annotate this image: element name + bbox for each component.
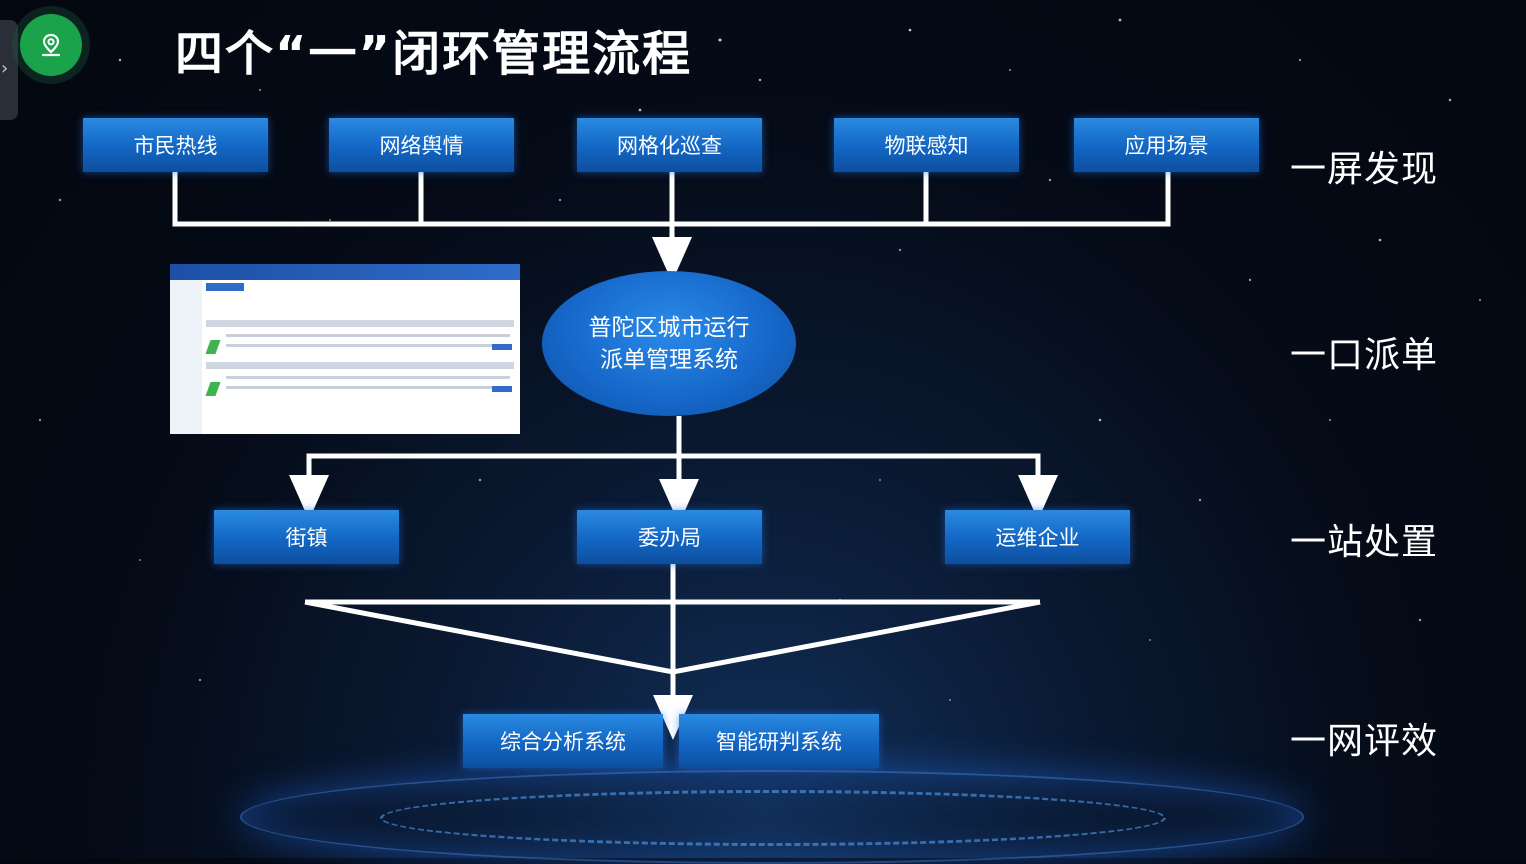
eval-box-comprehensive-analysis[interactable]: 综合分析系统 <box>463 714 663 768</box>
screenshot-sidebar <box>170 280 202 434</box>
dispatch-system-line1: 普陀区城市运行 <box>588 314 750 341</box>
screenshot-line <box>226 344 510 347</box>
location-button[interactable] <box>20 14 82 76</box>
handler-box-commission-bureau[interactable]: 委办局 <box>577 510 762 564</box>
dispatch-system-line2: 派单管理系统 <box>600 346 738 373</box>
stage-label-evaluate: 一网评效 <box>1290 721 1439 762</box>
side-panel-tab[interactable]: › <box>0 20 18 120</box>
chevron-right-icon: › <box>1 58 9 79</box>
screenshot-header <box>170 264 520 280</box>
screenshot-row <box>206 362 514 369</box>
screenshot-flag-icon <box>205 340 221 354</box>
source-box-iot-sensing[interactable]: 物联感知 <box>834 118 1019 172</box>
screenshot-row <box>206 320 514 327</box>
stage-label-handle: 一站处置 <box>1290 522 1439 563</box>
screenshot-tab <box>206 283 244 291</box>
handler-box-street-town[interactable]: 街镇 <box>214 510 399 564</box>
source-box-online-opinion[interactable]: 网络舆情 <box>329 118 514 172</box>
source-box-application-scenario[interactable]: 应用场景 <box>1074 118 1259 172</box>
system-screenshot-thumbnail <box>170 264 520 434</box>
screenshot-line <box>226 334 510 337</box>
screenshot-line <box>226 376 510 379</box>
source-box-grid-patrol[interactable]: 网格化巡查 <box>577 118 762 172</box>
location-pin-icon <box>41 33 61 57</box>
stage-label-dispatch: 一口派单 <box>1290 335 1439 376</box>
screenshot-line <box>226 386 510 389</box>
source-box-citizen-hotline[interactable]: 市民热线 <box>83 118 268 172</box>
page-title: 四个“一”闭环管理流程 <box>175 26 693 82</box>
glow-ring-inner-decoration <box>380 790 1166 846</box>
dispatch-system-ellipse[interactable]: 普陀区城市运行 派单管理系统 <box>542 271 796 416</box>
screenshot-button <box>492 386 512 392</box>
stage-label-discover: 一屏发现 <box>1290 149 1439 190</box>
screenshot-flag-icon <box>205 382 221 396</box>
eval-box-intelligent-judgment[interactable]: 智能研判系统 <box>679 714 879 768</box>
screenshot-button <box>492 344 512 350</box>
handler-box-operations-company[interactable]: 运维企业 <box>945 510 1130 564</box>
